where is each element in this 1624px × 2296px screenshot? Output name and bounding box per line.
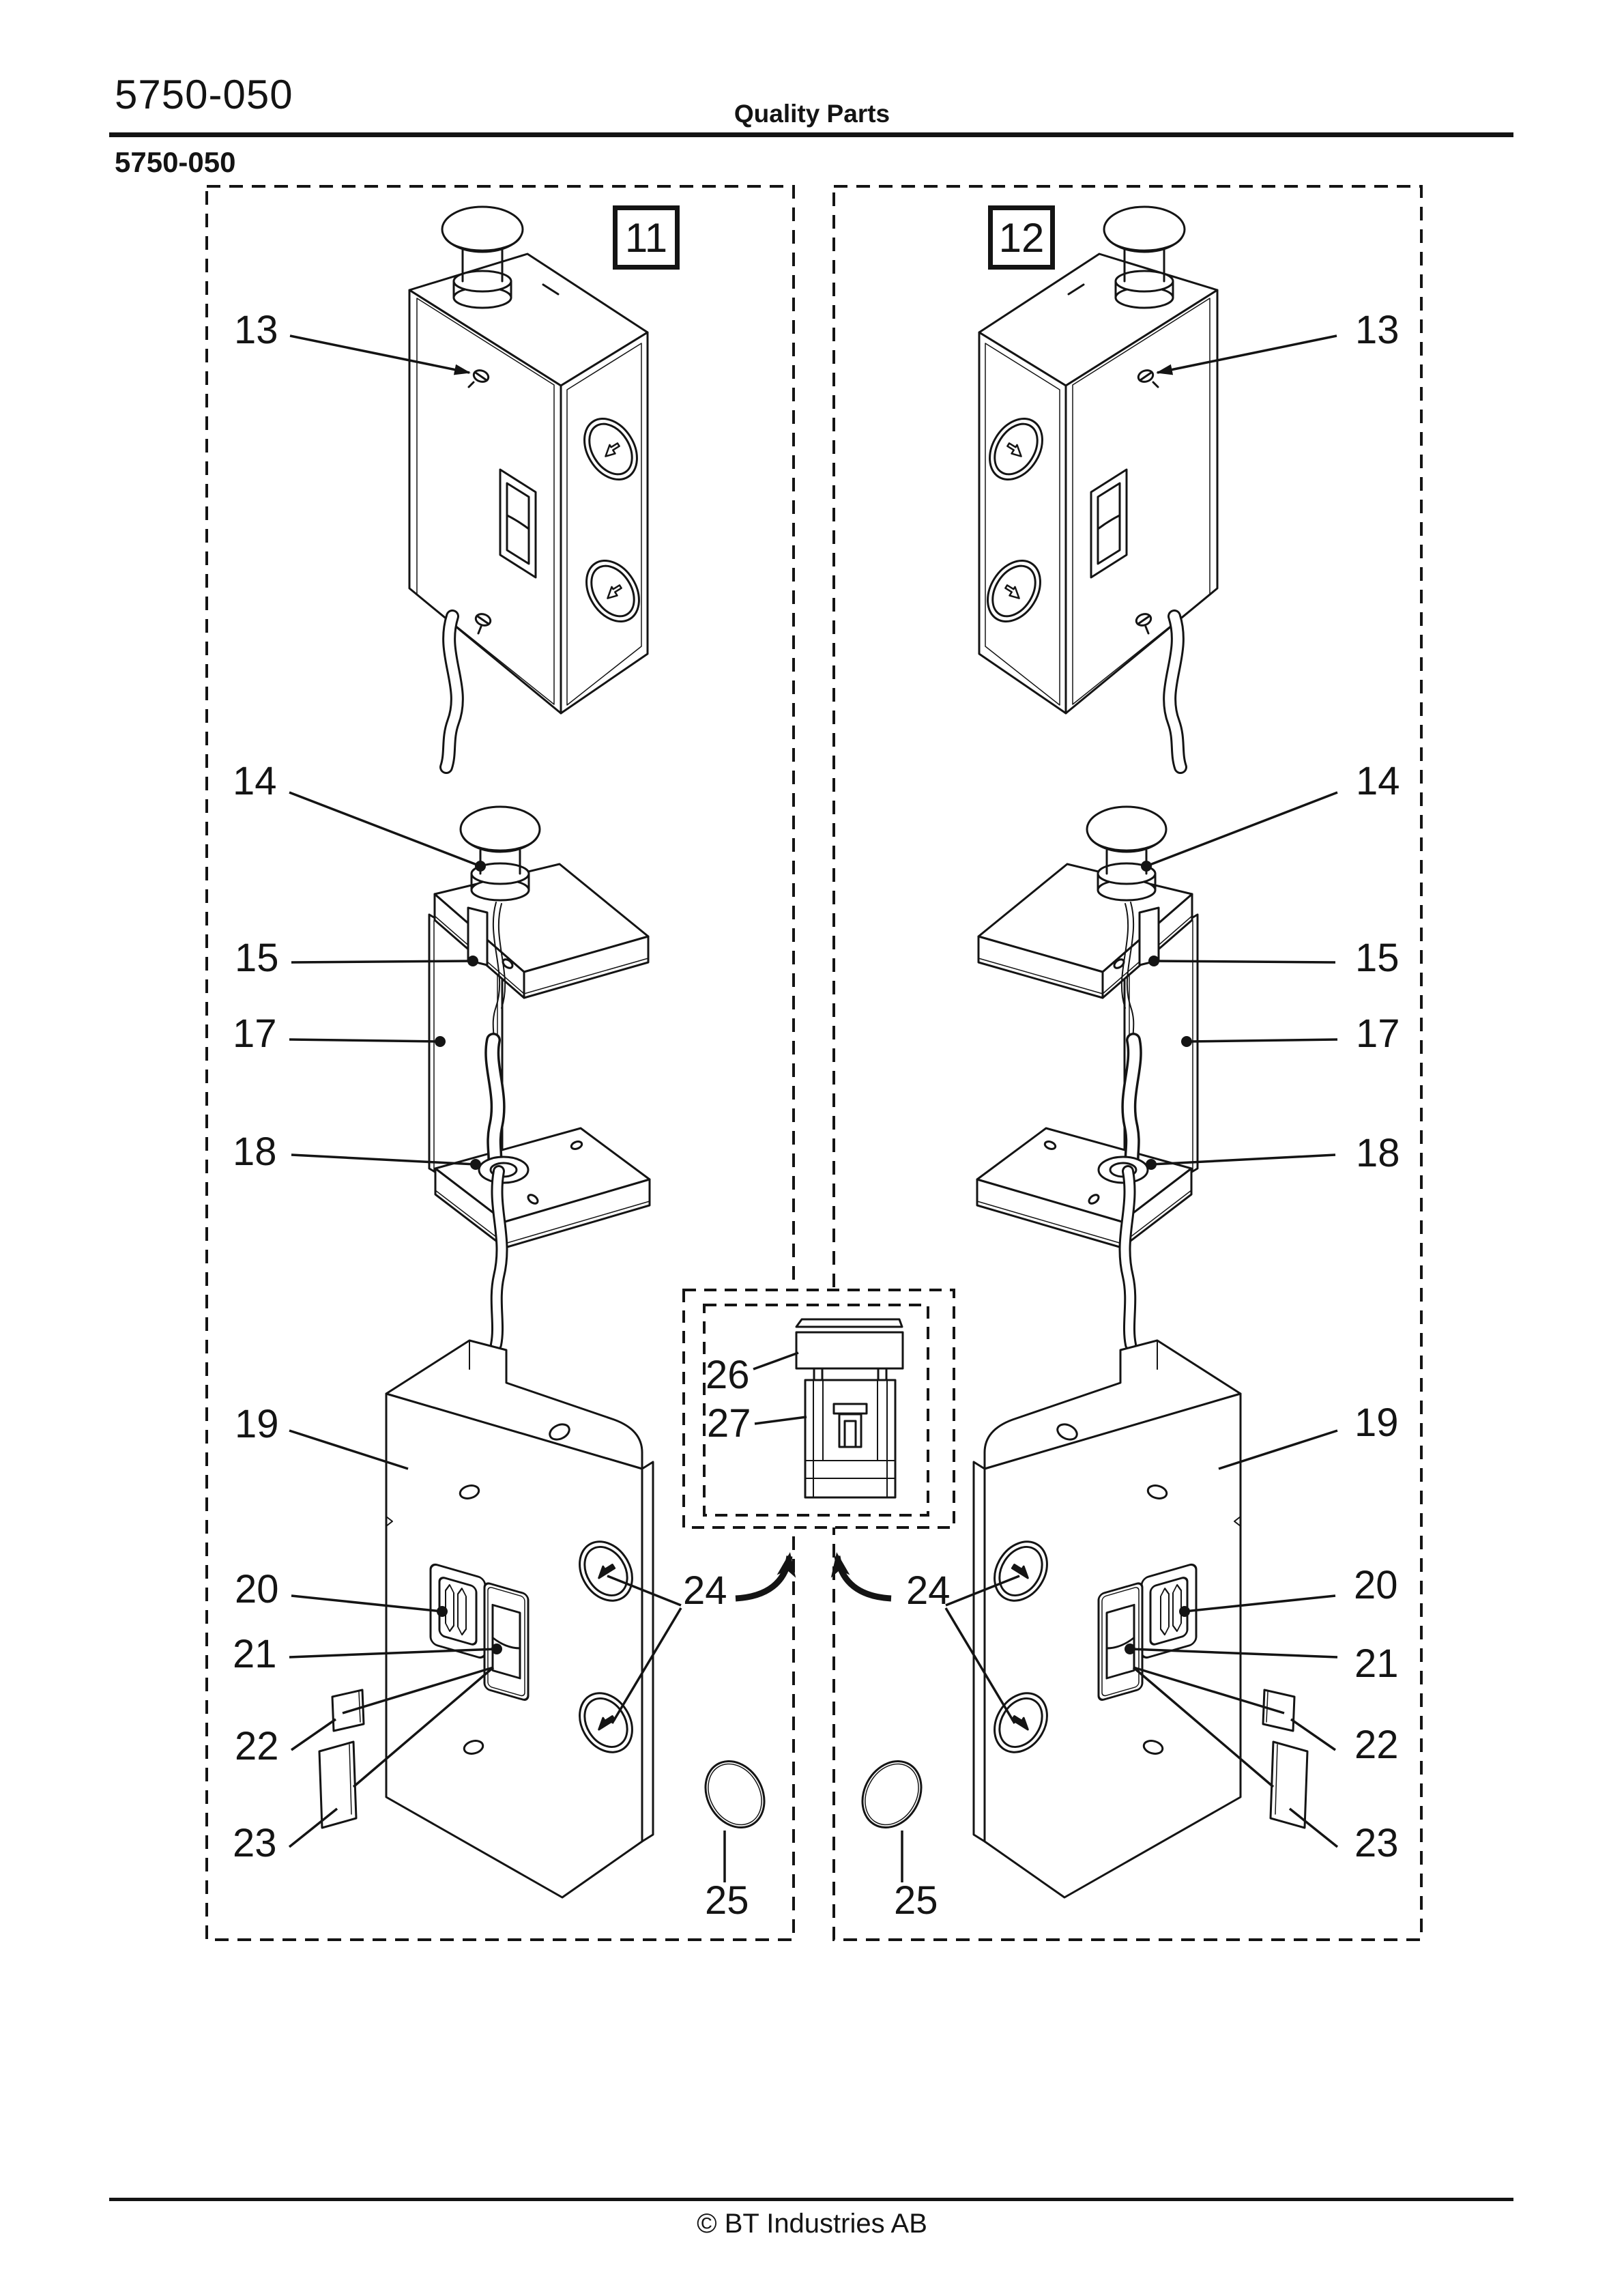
callout-20-left: 20 (235, 1567, 279, 1611)
callout-18-left: 18 (233, 1130, 277, 1174)
arrow-24-left (735, 1552, 796, 1602)
estop-box-drawing-right (977, 207, 1217, 767)
section-number: 5750-050 (115, 146, 236, 178)
callout-22-left: 22 (235, 1724, 279, 1768)
leader-20-left (291, 1594, 448, 1617)
leader-19-left (289, 1429, 409, 1470)
callout-20-right: 20 (1354, 1563, 1398, 1607)
leader-22-left (291, 1718, 336, 1751)
bracket-drawing-left (429, 807, 650, 1345)
leader-lines-right (830, 334, 1339, 1882)
callout-22-right: 22 (1354, 1723, 1399, 1767)
bracket-drawing-right (977, 807, 1198, 1345)
callout-25-left: 25 (705, 1878, 749, 1923)
callout-13-left: 13 (234, 308, 278, 352)
leader-26 (753, 1351, 799, 1371)
leader-14-right (1141, 791, 1338, 872)
view-tag-12-label: 12 (998, 214, 1045, 261)
leader-24-right (944, 1575, 1020, 1724)
arrow-24-right (830, 1552, 892, 1602)
callout-14-left: 14 (233, 759, 277, 803)
callout-17-right: 17 (1356, 1011, 1400, 1056)
view-tag-11-label: 11 (624, 214, 668, 261)
leader-fan-right (1132, 1666, 1285, 1788)
callout-18-right: 18 (1356, 1131, 1400, 1175)
view-tag-11: 11 (613, 205, 680, 270)
leader-21-left (289, 1644, 502, 1659)
leader-23-right (1288, 1807, 1339, 1848)
leader-13-left (289, 334, 471, 375)
leader-17-left (289, 1036, 446, 1047)
callout-21-right: 21 (1354, 1641, 1399, 1686)
leader-23-left (288, 1807, 338, 1848)
leader-fan-left (342, 1666, 495, 1788)
callout-19-left: 19 (235, 1402, 279, 1446)
panel-box-12 (832, 185, 1423, 1941)
leader-15-left (291, 956, 478, 966)
page-title: Quality Parts (734, 100, 890, 128)
leader-18-left (291, 1153, 481, 1170)
estop-box-drawing-left (409, 207, 650, 767)
leader-19-right (1218, 1429, 1338, 1470)
callout-23-left: 23 (233, 1821, 277, 1865)
leader-17-right (1181, 1036, 1338, 1047)
leader-13-right (1156, 334, 1337, 375)
callout-14-right: 14 (1356, 759, 1400, 803)
callout-15-left: 15 (235, 936, 279, 980)
leader-lines-left (288, 334, 796, 1882)
connector-drawing (795, 1318, 904, 1499)
doc-number-header: 5750-050 (115, 72, 293, 117)
callout-15-right: 15 (1355, 936, 1400, 980)
leader-14-left (289, 791, 486, 872)
leader-lines-center (753, 1351, 807, 1425)
leader-27 (754, 1416, 807, 1425)
callout-13-right: 13 (1355, 308, 1400, 352)
callout-19-right: 19 (1354, 1401, 1399, 1445)
leader-22-right (1290, 1718, 1336, 1751)
view-tag-12: 12 (988, 205, 1055, 270)
callout-26: 26 (706, 1353, 750, 1397)
callout-24-right: 24 (906, 1568, 951, 1613)
header-rule (109, 132, 1513, 137)
center-inset-box-inner (703, 1304, 929, 1517)
callout-25-right: 25 (894, 1878, 938, 1923)
callout-17-left: 17 (233, 1011, 277, 1056)
footer-copyright: © BT Industries AB (697, 2209, 927, 2239)
footer-rule (109, 2198, 1513, 2201)
callout-24-left: 24 (683, 1568, 727, 1613)
leader-15-right (1148, 956, 1336, 966)
callout-23-right: 23 (1354, 1821, 1399, 1865)
callout-27: 27 (707, 1401, 751, 1446)
leader-24-left (607, 1575, 682, 1724)
leader-18-right (1146, 1153, 1336, 1170)
panel-box-11 (205, 185, 795, 1941)
leader-21-right (1125, 1644, 1338, 1659)
callout-21-left: 21 (233, 1632, 277, 1676)
leader-20-right (1179, 1594, 1336, 1617)
